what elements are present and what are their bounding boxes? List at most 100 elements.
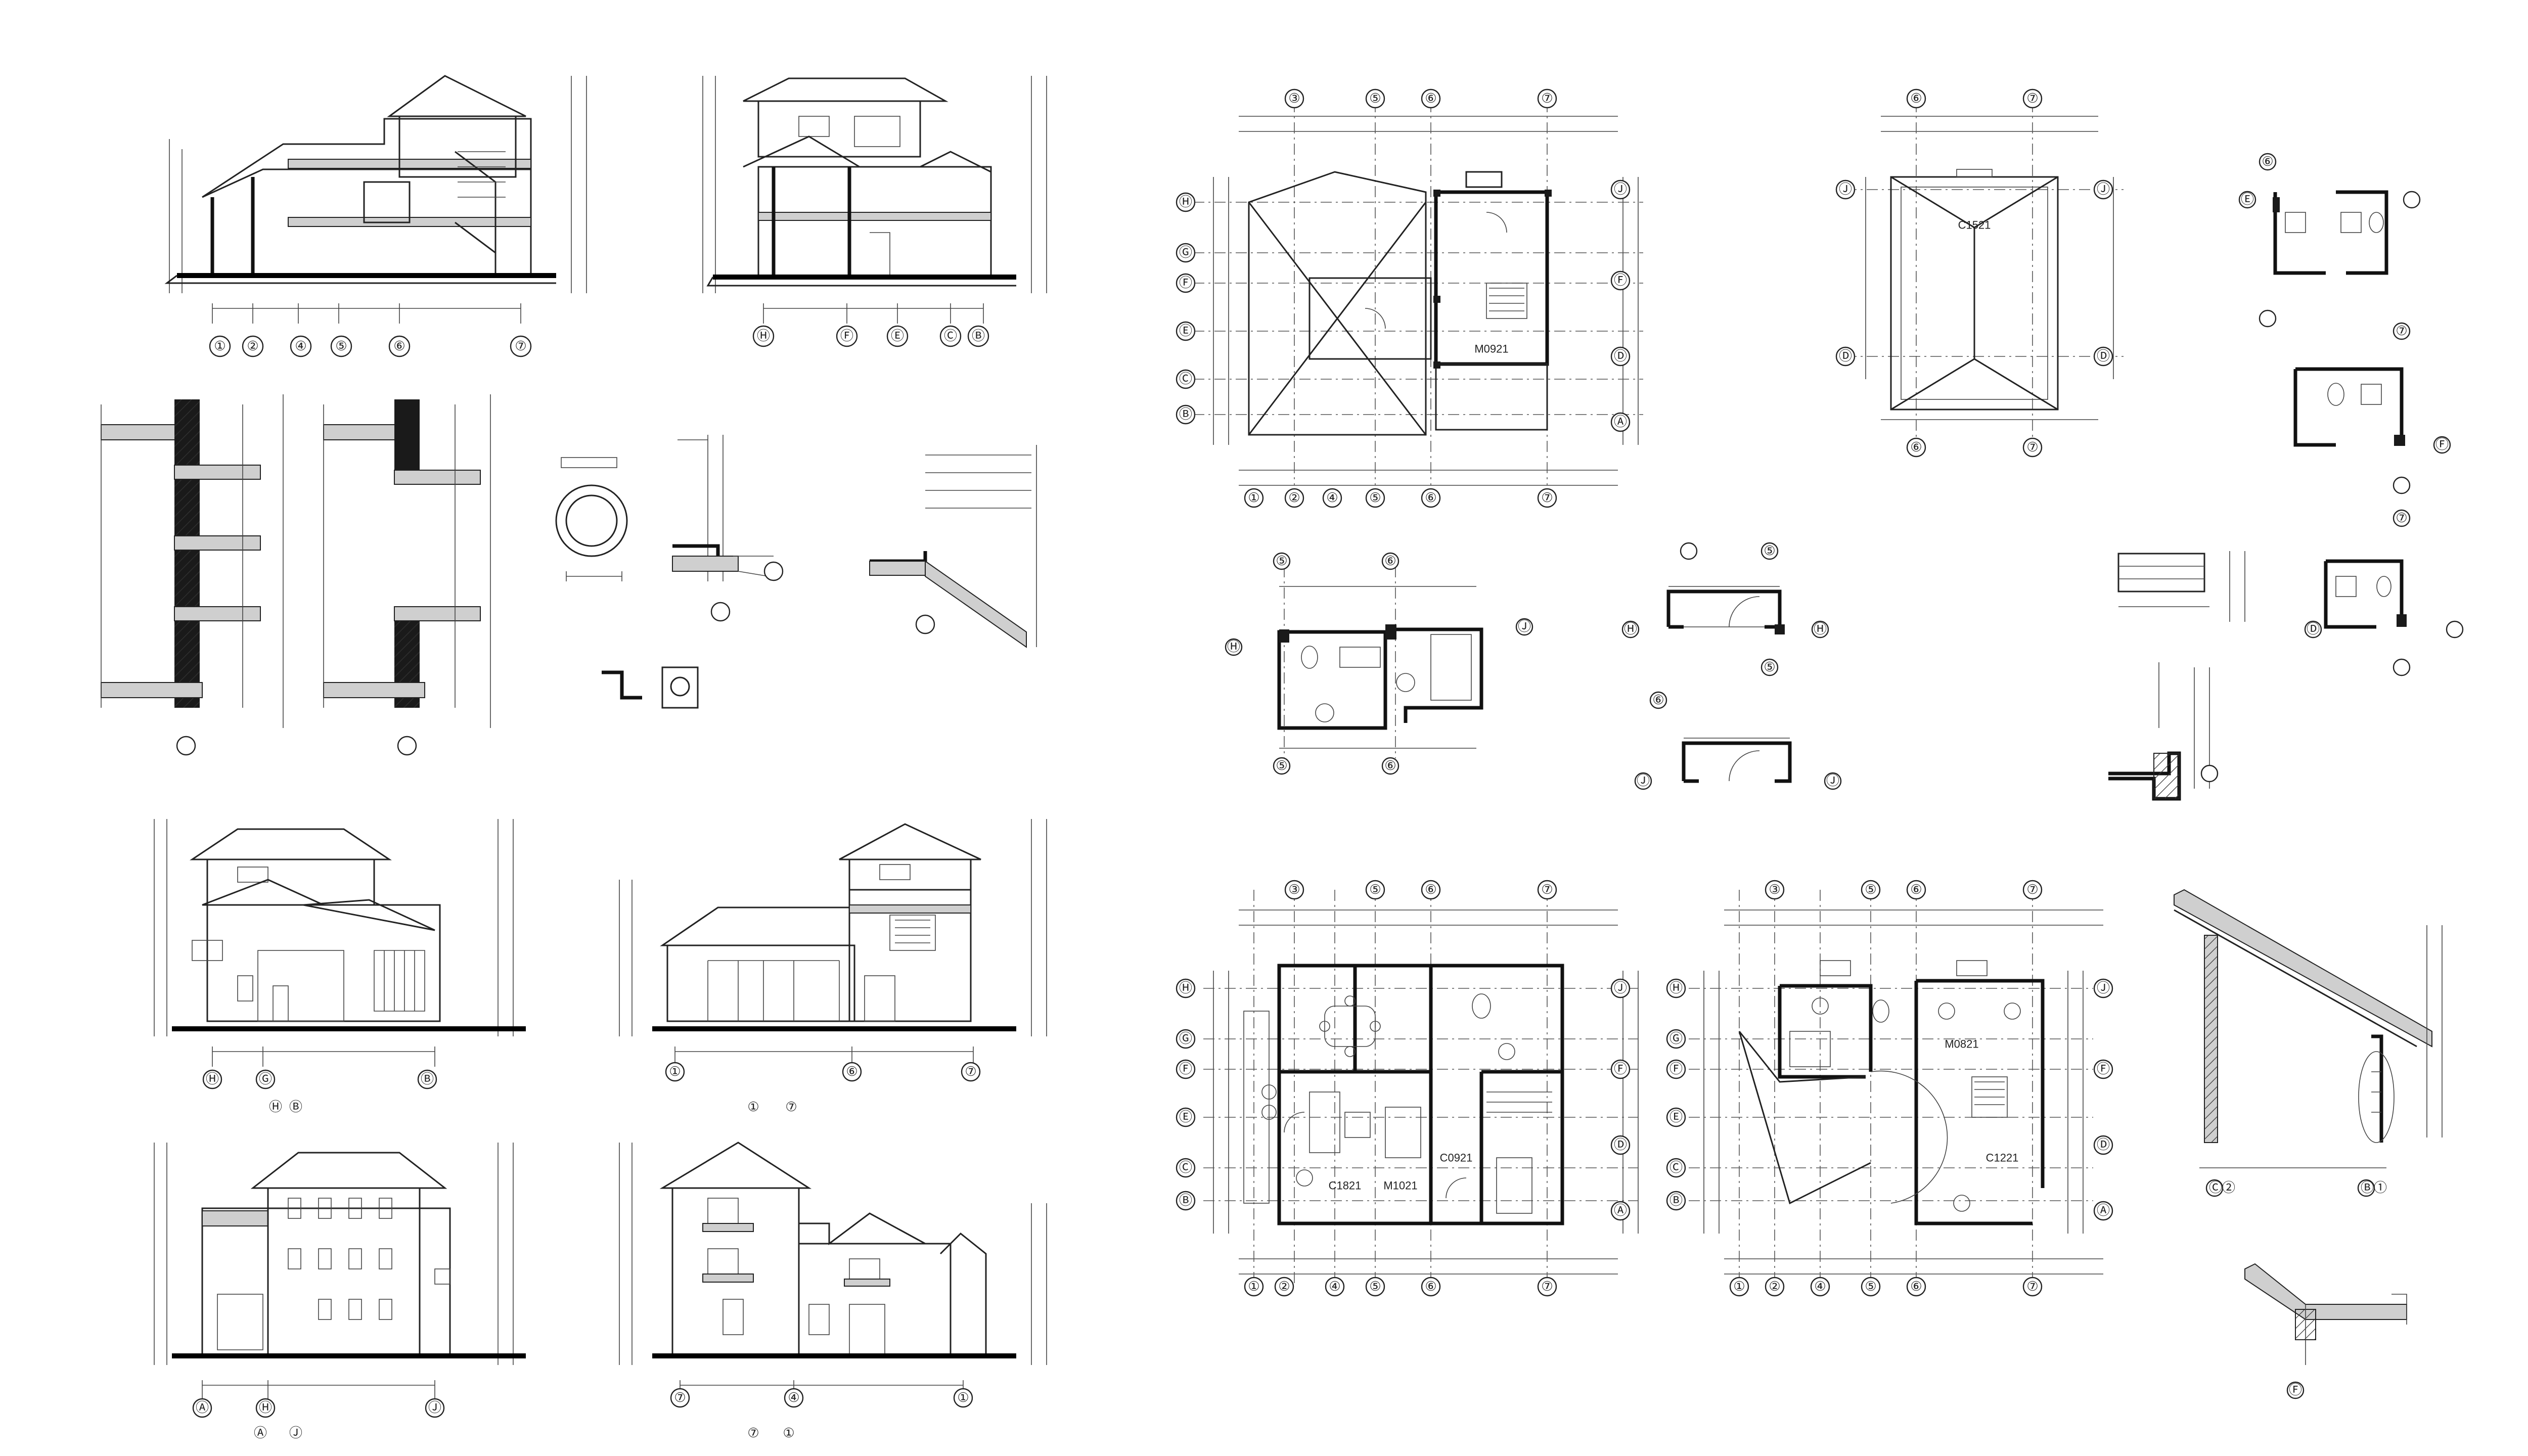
axis-bubble: Ⓑ① bbox=[2361, 1180, 2387, 1196]
axis-bubble: ⑥ bbox=[846, 1064, 857, 1079]
drawing-caption: Ⓗ bbox=[269, 1100, 282, 1115]
axis-bubble: Ⓔ bbox=[1179, 324, 1192, 339]
axis-bubble: ⑤ bbox=[1369, 882, 1381, 897]
axis-bubble: Ⓕ bbox=[1179, 1062, 1192, 1077]
axis-bubble: Ⓒ bbox=[1179, 372, 1192, 387]
axis-bubble: ⑥ bbox=[1425, 91, 1436, 106]
drawing-caption: Ⓐ bbox=[254, 1426, 267, 1441]
axis-bubble: Ⓑ bbox=[421, 1072, 434, 1087]
axis-bubble: Ⓗ bbox=[1624, 622, 1637, 637]
axis-bubble: Ⓒ bbox=[944, 329, 957, 344]
axis-bubble: ⑤ bbox=[1369, 91, 1381, 106]
axis-bubble: Ⓗ bbox=[1179, 195, 1192, 210]
axis-bubble: ⑥ bbox=[1910, 1279, 1922, 1294]
drawing-caption: ⑦ bbox=[785, 1100, 797, 1115]
drawing-caption: Ⓙ bbox=[289, 1426, 302, 1441]
axis-bubble: ④ bbox=[1814, 1279, 1826, 1294]
axis-bubble: Ⓙ bbox=[1637, 774, 1650, 789]
drawing-caption: ⑦ bbox=[747, 1426, 759, 1441]
axis-bubble: Ⓔ bbox=[1179, 1110, 1192, 1125]
axis-bubble: Ⓓ bbox=[1839, 349, 1852, 364]
axis-bubble: Ⓙ bbox=[1826, 774, 1839, 789]
axis-bubble: Ⓔ bbox=[2241, 192, 2254, 207]
axis-bubble: Ⓒ bbox=[1179, 1160, 1192, 1175]
axis-bubble: ⑦ bbox=[1541, 490, 1553, 506]
axis-bubble: ① bbox=[214, 339, 225, 354]
axis-bubble: Ⓗ bbox=[1227, 640, 1240, 655]
axis-bubble: ⑦ bbox=[2396, 324, 2407, 339]
axis-bubble: ⑤ bbox=[1764, 660, 1775, 675]
axis-bubble: ⑥ bbox=[1384, 758, 1396, 774]
axis-bubble: Ⓕ bbox=[2435, 437, 2449, 452]
balcony-detail-2: ⑥ Ⓙ Ⓙ bbox=[1634, 691, 1842, 790]
axis-bubble: ⑤ bbox=[1276, 758, 1287, 774]
axis-bubble: Ⓐ bbox=[196, 1400, 209, 1416]
axis-bubble: ⑦ bbox=[1541, 1279, 1553, 1294]
axis-bubble: ⑦ bbox=[515, 339, 526, 354]
toilet-detail-1: ⑥ Ⓔ bbox=[2238, 153, 2421, 328]
axis-bubble: Ⓖ bbox=[1179, 245, 1192, 260]
room-tag: C1221 bbox=[1986, 1152, 2019, 1164]
axis-bubble: ① bbox=[1248, 490, 1259, 506]
axis-bubble: ⑥ bbox=[1910, 882, 1922, 897]
axis-bubble: ③ bbox=[1769, 882, 1780, 897]
axis-bubble: ⑤ bbox=[335, 339, 347, 354]
axis-bubble: Ⓙ bbox=[2097, 981, 2110, 996]
axis-bubble: ① bbox=[1248, 1279, 1259, 1294]
axis-bubble: ⑥ bbox=[1910, 91, 1922, 106]
axis-bubble: ⑥ bbox=[2262, 154, 2273, 169]
axis-bubble: Ⓙ bbox=[1614, 182, 1627, 197]
room-tag: M0821 bbox=[1945, 1038, 1978, 1051]
axis-bubble: Ⓖ bbox=[1669, 1031, 1683, 1046]
axis-bubble: Ⓓ bbox=[2097, 1138, 2110, 1153]
axis-bubble: ④ bbox=[1326, 490, 1338, 506]
eave-detail: Ⓕ bbox=[2244, 1263, 2407, 1399]
elevation-a-j: Ⓐ Ⓗ Ⓙ Ⓐ Ⓙ bbox=[154, 1143, 526, 1441]
axis-bubble: Ⓗ bbox=[259, 1400, 272, 1416]
room-tag: C1521 bbox=[1958, 219, 1991, 232]
axis-bubble: Ⓕ bbox=[1614, 1062, 1627, 1077]
axis-bubble: Ⓑ bbox=[1179, 407, 1192, 422]
axis-bubble: ⑤ bbox=[1369, 1279, 1381, 1294]
axis-bubble: ③ bbox=[1288, 882, 1300, 897]
axis-bubble: Ⓙ bbox=[428, 1400, 441, 1416]
axis-bubble: ⑦ bbox=[2396, 511, 2407, 526]
drawing-caption: Ⓑ bbox=[289, 1100, 302, 1115]
axis-bubble: Ⓓ bbox=[1614, 349, 1627, 364]
balcony-detail-1: ⑤ ⑤ Ⓗ Ⓗ bbox=[1621, 542, 1829, 676]
axis-bubble: Ⓒ② bbox=[2209, 1180, 2235, 1196]
room-tag: C0921 bbox=[1440, 1152, 1473, 1164]
axis-bubble: ⑥ bbox=[1652, 693, 1664, 708]
axis-bubble: Ⓕ bbox=[1614, 273, 1627, 288]
axis-bubble: ② bbox=[1278, 1279, 1290, 1294]
axis-bubble: Ⓖ bbox=[259, 1072, 272, 1087]
axis-bubble: Ⓔ bbox=[1669, 1110, 1683, 1125]
axis-bubble: ① bbox=[1733, 1279, 1745, 1294]
axis-bubble: ⑦ bbox=[2026, 91, 2038, 106]
wall-section-details bbox=[101, 394, 1037, 756]
axis-bubble: ⑦ bbox=[2026, 882, 2038, 897]
toilet-detail-3: ⑦ Ⓓ bbox=[2304, 509, 2464, 676]
axis-bubble: Ⓐ bbox=[1614, 415, 1627, 430]
axis-bubble: ⑦ bbox=[965, 1064, 976, 1079]
axis-bubble: Ⓓ bbox=[1614, 1138, 1627, 1153]
axis-bubble: ⑥ bbox=[1384, 554, 1396, 569]
axis-bubble: Ⓗ bbox=[1669, 981, 1683, 996]
axis-bubble: Ⓕ bbox=[2097, 1062, 2110, 1077]
axis-bubble: ⑤ bbox=[1764, 543, 1775, 559]
axis-bubble: ⑥ bbox=[1425, 882, 1436, 897]
axis-bubble: Ⓑ bbox=[972, 329, 985, 344]
axis-bubble: ⑥ bbox=[393, 339, 405, 354]
axis-bubble: ④ bbox=[1329, 1279, 1340, 1294]
axis-bubble: ② bbox=[247, 339, 258, 354]
axis-bubble: ⑦ bbox=[674, 1390, 686, 1405]
axis-bubble: ② bbox=[1288, 490, 1300, 506]
axis-bubble: Ⓑ bbox=[1669, 1193, 1683, 1208]
axis-bubble: ③ bbox=[1288, 91, 1300, 106]
axis-bubble: Ⓔ bbox=[891, 329, 904, 344]
axis-bubble: ⑦ bbox=[2026, 440, 2038, 455]
axis-bubble: ⑥ bbox=[1425, 490, 1436, 506]
axis-bubble: Ⓗ bbox=[757, 329, 770, 344]
axis-bubble: Ⓓ bbox=[2307, 622, 2320, 637]
